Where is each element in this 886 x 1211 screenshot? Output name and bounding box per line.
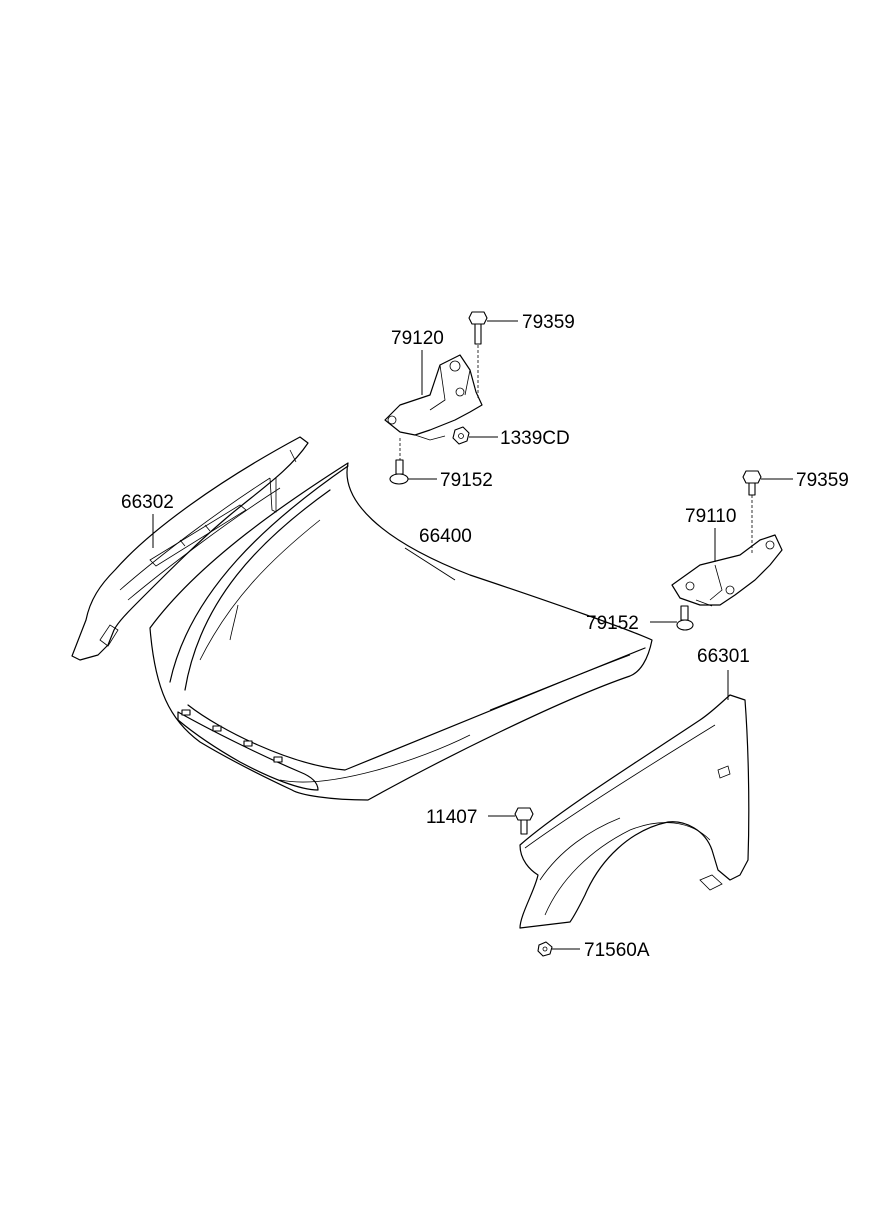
right-fender [519,694,750,929]
right-hood-hinge [671,495,783,607]
part-number-label: 11407 [426,807,477,828]
left-fender [71,436,309,661]
leader-lines [152,320,793,950]
hood-panel [149,462,653,801]
nut-71560a-icon [537,941,553,957]
bolt-79152-left-icon [389,459,409,485]
bolt-79152-right-icon [676,605,694,631]
part-number-label: 66301 [697,646,750,667]
part-number-label: 79152 [440,470,493,491]
nut-1339cd-icon [452,426,470,445]
part-number-label: 79110 [685,506,736,527]
bolt-11407-icon [514,807,534,835]
left-hood-hinge [384,345,483,462]
part-number-label: 66400 [419,526,472,547]
part-number-label: 79152 [586,613,639,634]
part-number-label: 66302 [121,492,174,513]
part-number-label: 79359 [522,312,575,333]
bolt-79359-left-icon [468,311,488,345]
part-number-label: 79359 [796,470,849,491]
bolt-79359-right-icon [742,470,762,496]
part-number-label: 1339CD [500,428,570,449]
part-number-label: 79120 [391,328,444,349]
part-number-label: 71560A [584,940,650,961]
